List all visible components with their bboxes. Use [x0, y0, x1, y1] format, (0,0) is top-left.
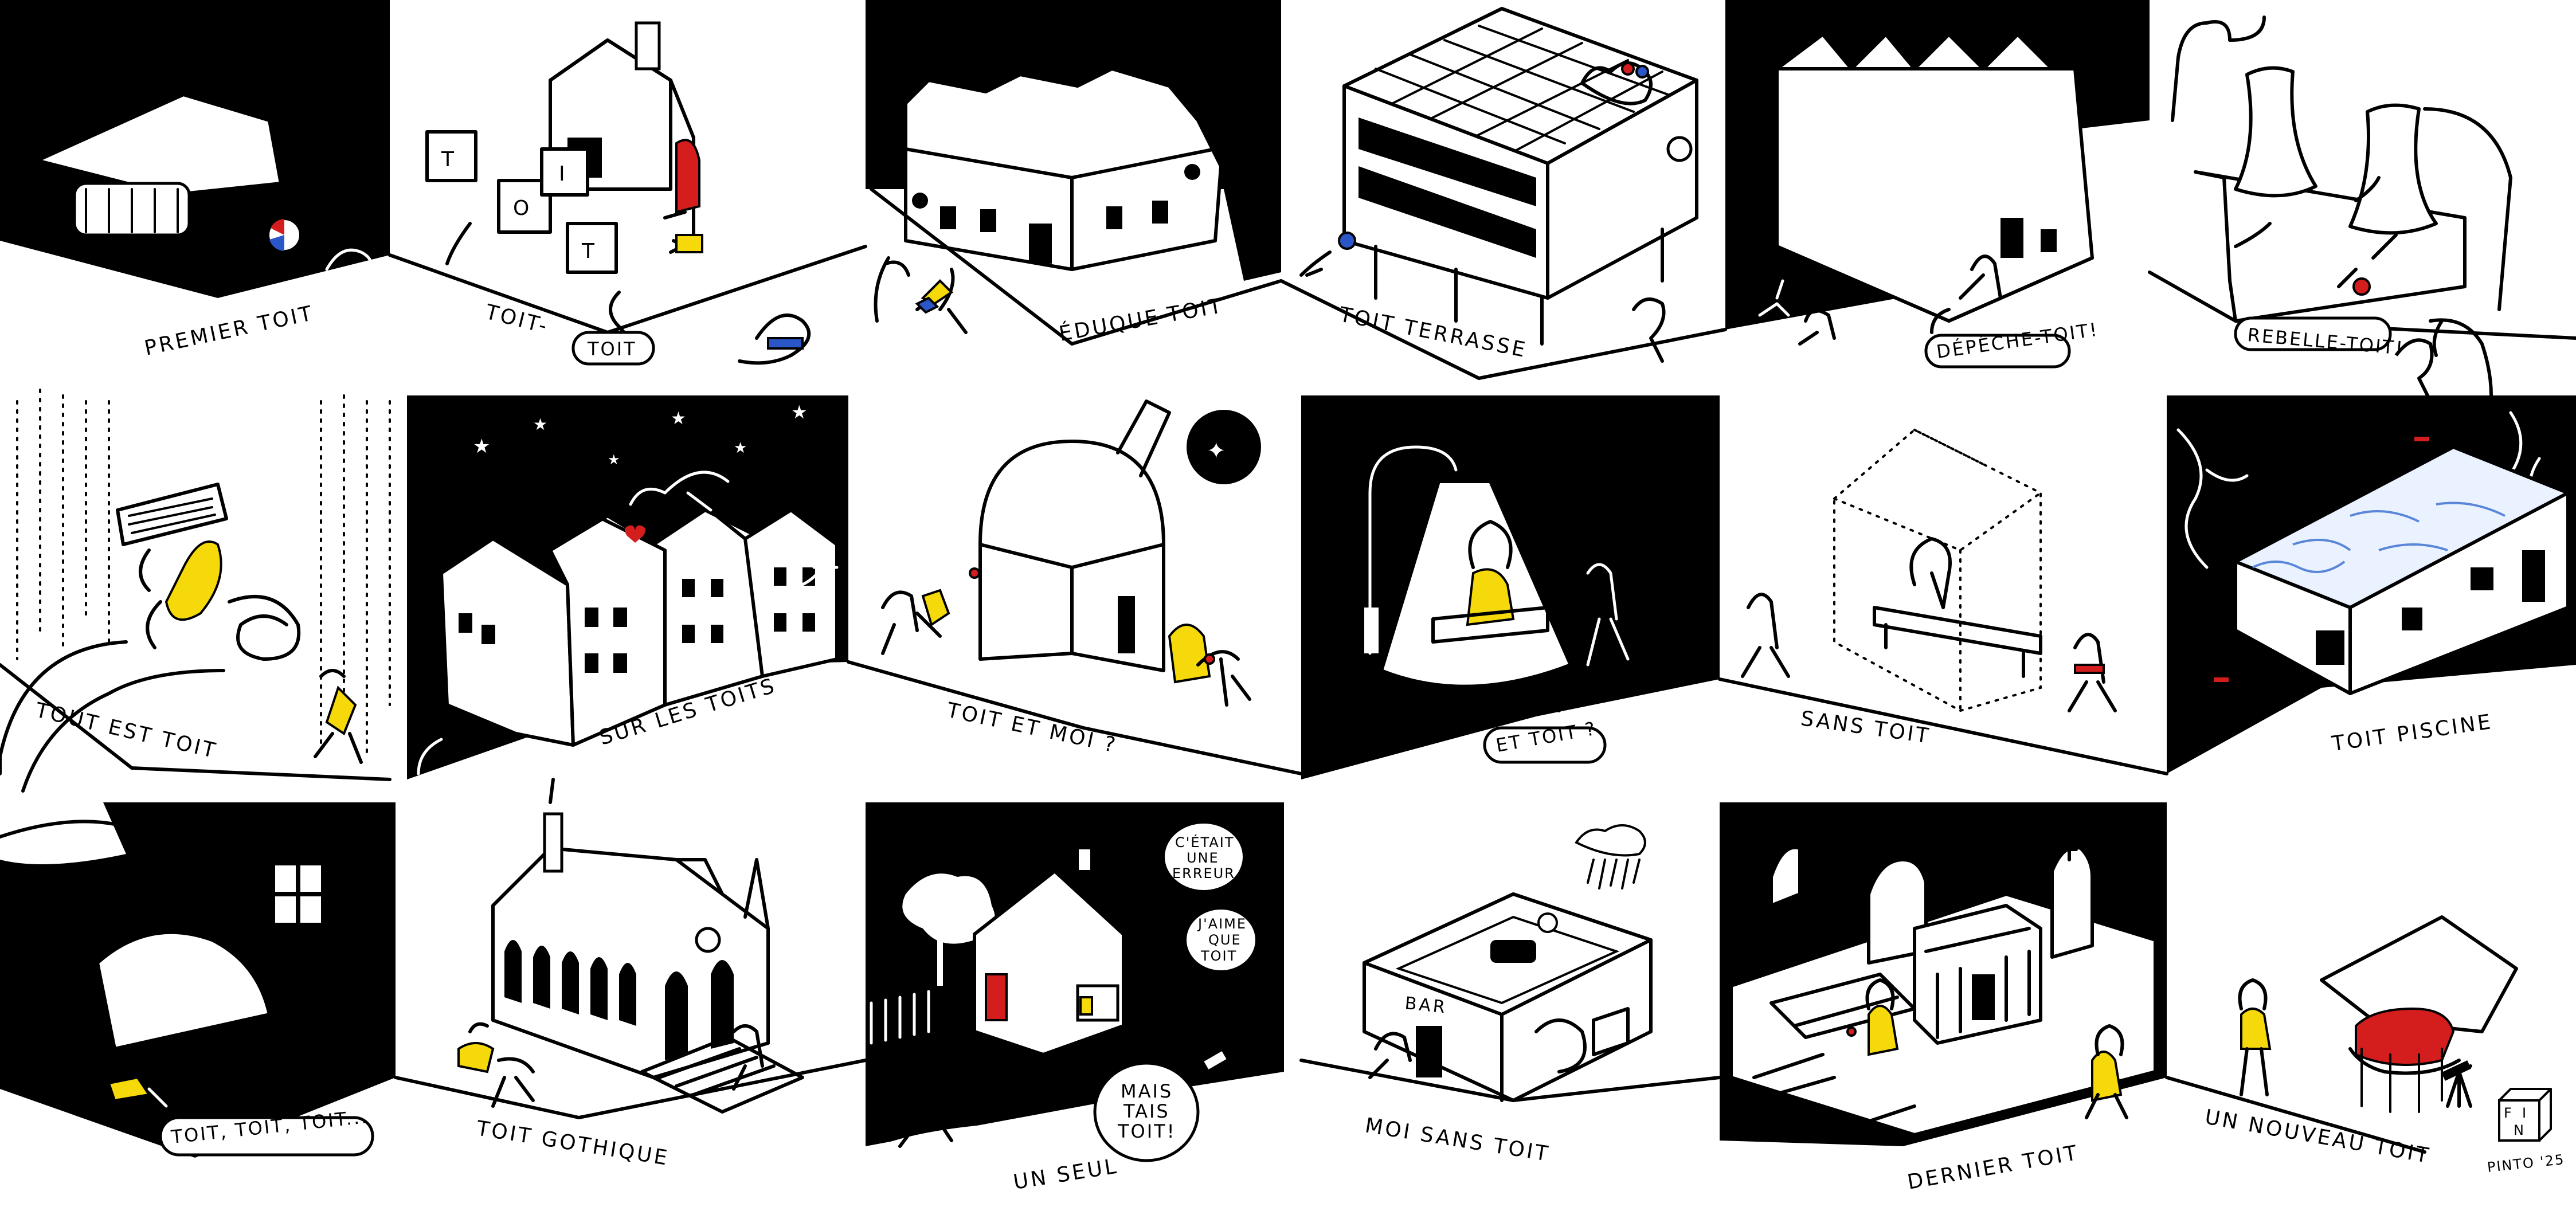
caption: TOIT PISCINE — [2330, 710, 2495, 756]
caption: ÉDUQUE-TOIT — [1057, 293, 1226, 346]
row-1: PREMIER TOIT T O I T TOIT- — [0, 0, 2576, 380]
monogram-letter: N — [2514, 1122, 2525, 1138]
panel-rebelle-toit: REBELLE-TOIT! — [2148, 15, 2576, 359]
svg-text:★: ★ — [791, 401, 808, 423]
caption: DERNIER TOIT — [1905, 1141, 2081, 1194]
stars: ★ ★ ★ ★ ★ ★ — [473, 401, 808, 468]
bubble-line: MAIS — [1121, 1080, 1173, 1102]
caption: TOIT ET MOI ? — [944, 698, 1119, 757]
caption: PREMIER TOIT — [142, 301, 316, 360]
speech-line: QUE — [1208, 932, 1242, 948]
row-3: TOIT, TOIT, TOIT... TOIT GOTHIQUE — [0, 778, 2566, 1194]
panel-depeche-toit: DÉPÊCHE-TOIT! — [1725, 0, 2150, 369]
panel-sur-les-toits: ★ ★ ★ ★ ★ ★ — [407, 395, 848, 779]
panel-tout-est-toit: TOUT EST TOIT — [0, 389, 392, 793]
panel-toit-gothique: TOIT GOTHIQUE — [394, 778, 867, 1170]
bubble-line: TOIT! — [1117, 1120, 1176, 1142]
panel-eduque-toit: ÉDUQUE-TOIT — [866, 0, 1283, 346]
block-letter: I — [559, 162, 567, 186]
speech-line: UNE — [1187, 850, 1219, 866]
gothic-windows — [504, 940, 734, 1060]
caption: TOUT EST TOIT — [33, 699, 220, 763]
panel-premier-toit: PREMIER TOIT — [0, 0, 390, 360]
block-letter: T — [581, 240, 597, 263]
planet-icon: ✦ — [1207, 438, 1226, 464]
svg-text:★: ★ — [473, 435, 490, 458]
panel-toit-terrasse: TOIT TERRASSE — [1279, 7, 1727, 380]
monogram-letter: F — [2504, 1105, 2513, 1121]
caption: UN NOUVEAU TOIT — [2203, 1105, 2432, 1168]
panel-dernier-toit: DERNIER TOIT — [1720, 802, 2167, 1194]
svg-text:★: ★ — [533, 415, 547, 434]
svg-text:★: ★ — [734, 440, 747, 457]
svg-text:★: ★ — [671, 409, 686, 429]
monogram-letter: I — [2522, 1105, 2527, 1121]
caption: UN SEUL — [1012, 1154, 1120, 1194]
bubble-line: TAIS — [1123, 1100, 1170, 1122]
panel-un-seul: C'ÉTAIT UNE ERREUR... J'AIME QUE TOIT MA… — [866, 802, 1284, 1194]
panel-moi-sans-toit: BAR MOI SANS TOIT — [1299, 824, 1721, 1166]
block-letter: T — [441, 148, 456, 171]
row-2: TOUT EST TOIT ★ ★ ★ ★ ★ ★ — [0, 318, 2576, 793]
panel-toit-toit-toit: TOIT, TOIT, TOIT... — [0, 802, 396, 1158]
panel-toit-toit: T O I T TOIT- TOIT — [388, 21, 867, 366]
block-letter: O — [513, 197, 531, 220]
panel-sans-toit: SANS TOIT — [1718, 428, 2168, 775]
letter-blocks: T O I T — [425, 130, 618, 274]
panel-et-toit: ET TOIT ? — [1301, 395, 1720, 779]
speech-line: ERREUR... — [1172, 865, 1251, 881]
panel-toit-et-moi: ✦ TOIT ET MOI ? — [847, 399, 1303, 775]
bar-sign: BAR — [1404, 993, 1448, 1018]
panel-un-nouveau-toit: F I N PINTO '25 UN NOUVEAU TOIT — [2165, 915, 2566, 1175]
caption: MOI SANS TOIT — [1364, 1114, 1552, 1166]
panel-toit-piscine: TOIT PISCINE — [2167, 318, 2576, 774]
fin-monogram: F I N — [2498, 1088, 2552, 1142]
artist-signature: PINTO '25 — [2487, 1151, 2566, 1175]
svg-text:★: ★ — [608, 452, 620, 468]
caption: SANS TOIT — [1799, 707, 1932, 748]
window — [275, 865, 321, 923]
windows — [459, 567, 815, 673]
speech-line: TOIT — [1200, 948, 1237, 964]
caption: TOIT GOTHIQUE — [475, 1116, 671, 1170]
speech-lines: C'ÉTAIT UNE ERREUR... J'AIME QUE TOIT — [1162, 821, 1258, 973]
caption: TOIT TERRASSE — [1337, 303, 1529, 362]
speech-line: J'AIME — [1197, 916, 1247, 932]
caption: TOIT- — [483, 300, 551, 339]
speech-bubble: TOIT — [587, 338, 637, 360]
speech-line: C'ÉTAIT — [1175, 834, 1234, 851]
